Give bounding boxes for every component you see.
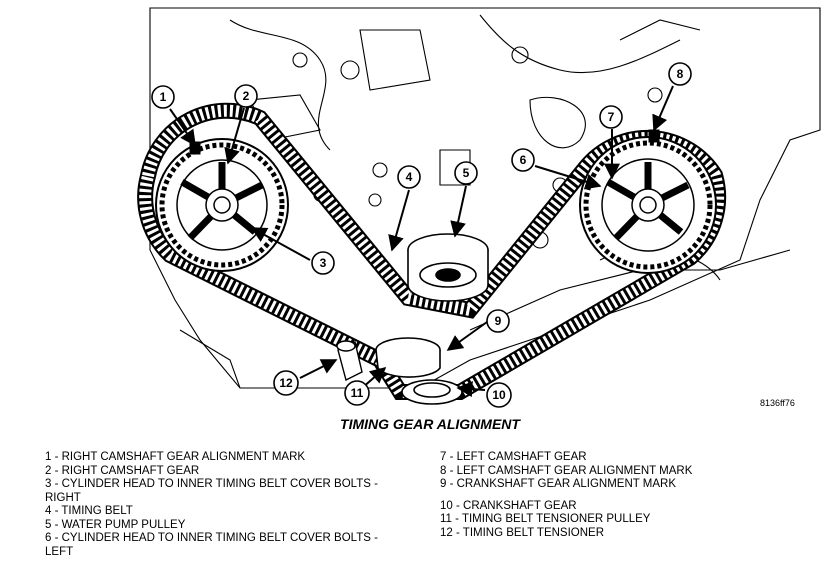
svg-text:11: 11 — [351, 386, 364, 400]
svg-text:9: 9 — [495, 314, 502, 328]
crankshaft-gear — [401, 379, 463, 405]
legend-item: 3 - CYLINDER HEAD TO INNER TIMING BELT C… — [45, 478, 378, 504]
svg-text:8: 8 — [677, 67, 684, 81]
callout-2: 2 — [234, 84, 258, 108]
svg-text:7: 7 — [608, 110, 615, 124]
legend-item: 8 - LEFT CAMSHAFT GEAR ALIGNMENT MARK — [440, 464, 693, 477]
callout-bubbles: 1 2 3 4 5 6 7 8 9 10 11 12 — [151, 62, 692, 408]
legend-item: 9 - CRANKSHAFT GEAR ALIGNMENT MARK — [440, 478, 677, 490]
callout-5: 5 — [454, 161, 478, 185]
callout-9: 9 — [486, 309, 510, 333]
diagram-title: TIMING GEAR ALIGNMENT — [340, 416, 520, 432]
legend-item: 4 - TIMING BELT — [45, 505, 133, 517]
callout-6: 6 — [511, 148, 535, 172]
callout-10: 10 — [486, 382, 512, 408]
legend-item: 1 - RIGHT CAMSHAFT GEAR ALIGNMENT MARK — [45, 451, 306, 463]
right-camshaft-gear — [155, 138, 289, 272]
svg-text:2: 2 — [243, 89, 250, 103]
svg-text:6: 6 — [520, 153, 527, 167]
legend-item: 7 - LEFT CAMSHAFT GEAR — [440, 451, 587, 463]
water-pump-pulley — [407, 233, 489, 302]
svg-text:5: 5 — [463, 166, 470, 180]
callout-11: 11 — [344, 380, 370, 406]
legend-item: 10 - CRANKSHAFT GEAR — [440, 499, 577, 512]
svg-text:1: 1 — [160, 90, 167, 104]
callout-4: 4 — [397, 165, 421, 189]
legend-spacer — [440, 492, 820, 500]
svg-text:3: 3 — [320, 256, 327, 270]
callout-leaders — [169, 85, 674, 398]
legend-item: 11 - TIMING BELT TENSIONER PULLEY — [440, 513, 651, 525]
legend-item: 6 - CYLINDER HEAD TO INNER TIMING BELT C… — [45, 532, 378, 558]
legend-item: 2 - RIGHT CAMSHAFT GEAR — [45, 464, 200, 477]
legend-left: 1 - RIGHT CAMSHAFT GEAR ALIGNMENT MARK 2… — [45, 451, 415, 559]
callout-7: 7 — [599, 105, 623, 129]
legend-right: 7 - LEFT CAMSHAFT GEAR 8 - LEFT CAMSHAFT… — [440, 451, 820, 540]
callout-1: 1 — [151, 85, 175, 109]
legend-item: 12 - TIMING BELT TENSIONER — [440, 526, 605, 539]
callout-12: 12 — [273, 370, 299, 396]
svg-text:4: 4 — [406, 170, 413, 184]
legend-item: 5 - WATER PUMP PULLEY — [45, 518, 186, 531]
tensioner-pulley — [375, 337, 441, 378]
timing-belt-illustration: 1 2 3 4 5 6 7 8 9 10 11 12 — [137, 7, 821, 408]
callout-8: 8 — [668, 62, 692, 86]
belt-tensioner — [336, 340, 363, 382]
callout-3: 3 — [311, 251, 335, 275]
svg-text:12: 12 — [279, 376, 293, 390]
reference-code: 8136ff76 — [760, 398, 795, 408]
svg-text:10: 10 — [492, 388, 506, 402]
